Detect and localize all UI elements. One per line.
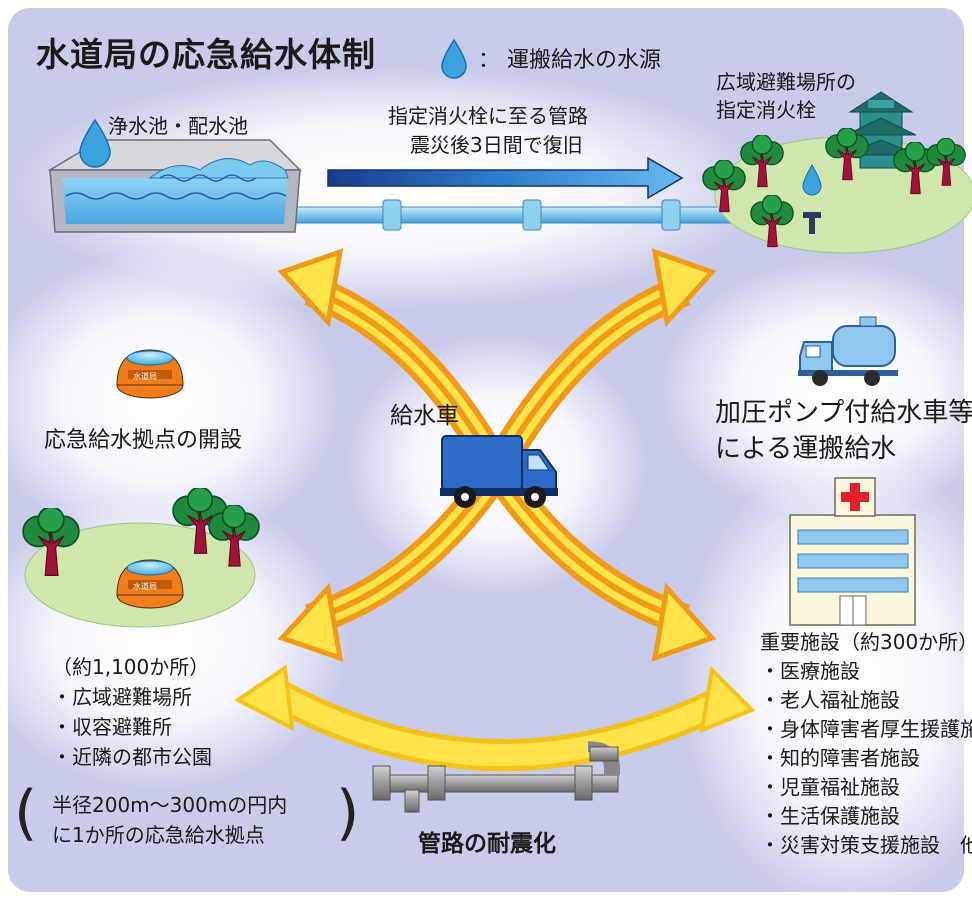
water-drop-icon	[79, 118, 111, 168]
pipe-joint-1	[382, 199, 402, 231]
left-glow	[0, 250, 340, 550]
pipeline-label-line1: 指定消火栓に至る管路	[388, 104, 588, 128]
pipe-joint-3	[661, 199, 681, 231]
reservoir-label: 浄水池・配水池	[108, 114, 248, 138]
radius-note-line1: 半径200m～300mの円内	[52, 793, 288, 817]
truck-label: 給水車	[390, 403, 459, 429]
page-title: 水道局の応急給水体制	[36, 35, 376, 74]
paren-right: )	[336, 778, 360, 848]
right-glow	[660, 260, 972, 520]
emergency-tank-icon	[116, 559, 184, 609]
legend-text: ： 運搬給水の水源	[478, 48, 661, 73]
emergency-tank-icon	[116, 349, 184, 399]
list-item: ・広域避難場所	[52, 685, 192, 709]
water-truck-icon	[440, 435, 558, 508]
important-facilities-list: 重要施設（約300か所） ・医療施設 ・老人福祉施設 ・身体障害者厚生援護施設 …	[760, 628, 972, 860]
hydrant-icon	[802, 164, 822, 234]
list-item: ・生活保護施設	[760, 804, 900, 828]
shelter-label-line2: 指定消火栓	[716, 98, 816, 122]
pump-truck-icon	[798, 316, 898, 386]
pump-truck-label-line2: による運搬給水	[715, 434, 897, 464]
earthquake-pipe-icon	[372, 740, 620, 813]
restoration-arrow-icon	[327, 156, 684, 200]
list-item: ・児童福祉施設	[760, 775, 900, 799]
facilities-heading: 重要施設（約300か所）	[760, 630, 972, 654]
tank-stamp: 水道局	[133, 582, 157, 591]
list-item: ・身体障害者厚生援護施設	[760, 717, 972, 741]
seismic-pipe-arrow	[234, 664, 756, 772]
tank-stamp: 水道局	[133, 372, 157, 381]
list-item: ・近隣の都市公園	[52, 745, 212, 769]
arrow-to-lower-left	[277, 461, 511, 662]
radius-note-line2: に1か所の応急給水拠点	[52, 823, 265, 847]
shelter-label-line1: 広域避難場所の	[716, 70, 856, 94]
list-item: ・災害対策支援施設 他	[760, 833, 972, 857]
list-item: ・知的障害者施設	[760, 746, 920, 770]
radius-note: 半径200m～300mの円内 に1か所の応急給水拠点	[52, 790, 287, 850]
list-item: ・収容避難所	[52, 715, 172, 739]
top-glow	[10, 68, 770, 308]
emergency-station-label: 応急給水拠点の開設	[44, 428, 243, 453]
paren-left: (	[14, 778, 38, 848]
list-item: ・老人福祉施設	[760, 688, 900, 712]
legend-drop-icon	[441, 38, 467, 79]
list-item: ・医療施設	[760, 659, 860, 683]
station-count-list: （約1,100か所） ・広域避難場所 ・収容避難所 ・近隣の都市公園	[52, 652, 212, 772]
seismic-pipe-label: 管路の耐震化	[418, 831, 556, 857]
pipe-joint-2	[522, 199, 542, 231]
hospital-icon	[789, 477, 916, 626]
pipeline-label-line2: 震災後3日間で復旧	[410, 133, 583, 157]
station-count-heading: （約1,100か所）	[52, 655, 210, 679]
pump-truck-label-line1: 加圧ポンプ付給水車等	[715, 398, 972, 428]
arrow-to-lower-right	[483, 461, 717, 662]
reservoir-icon	[47, 139, 302, 233]
